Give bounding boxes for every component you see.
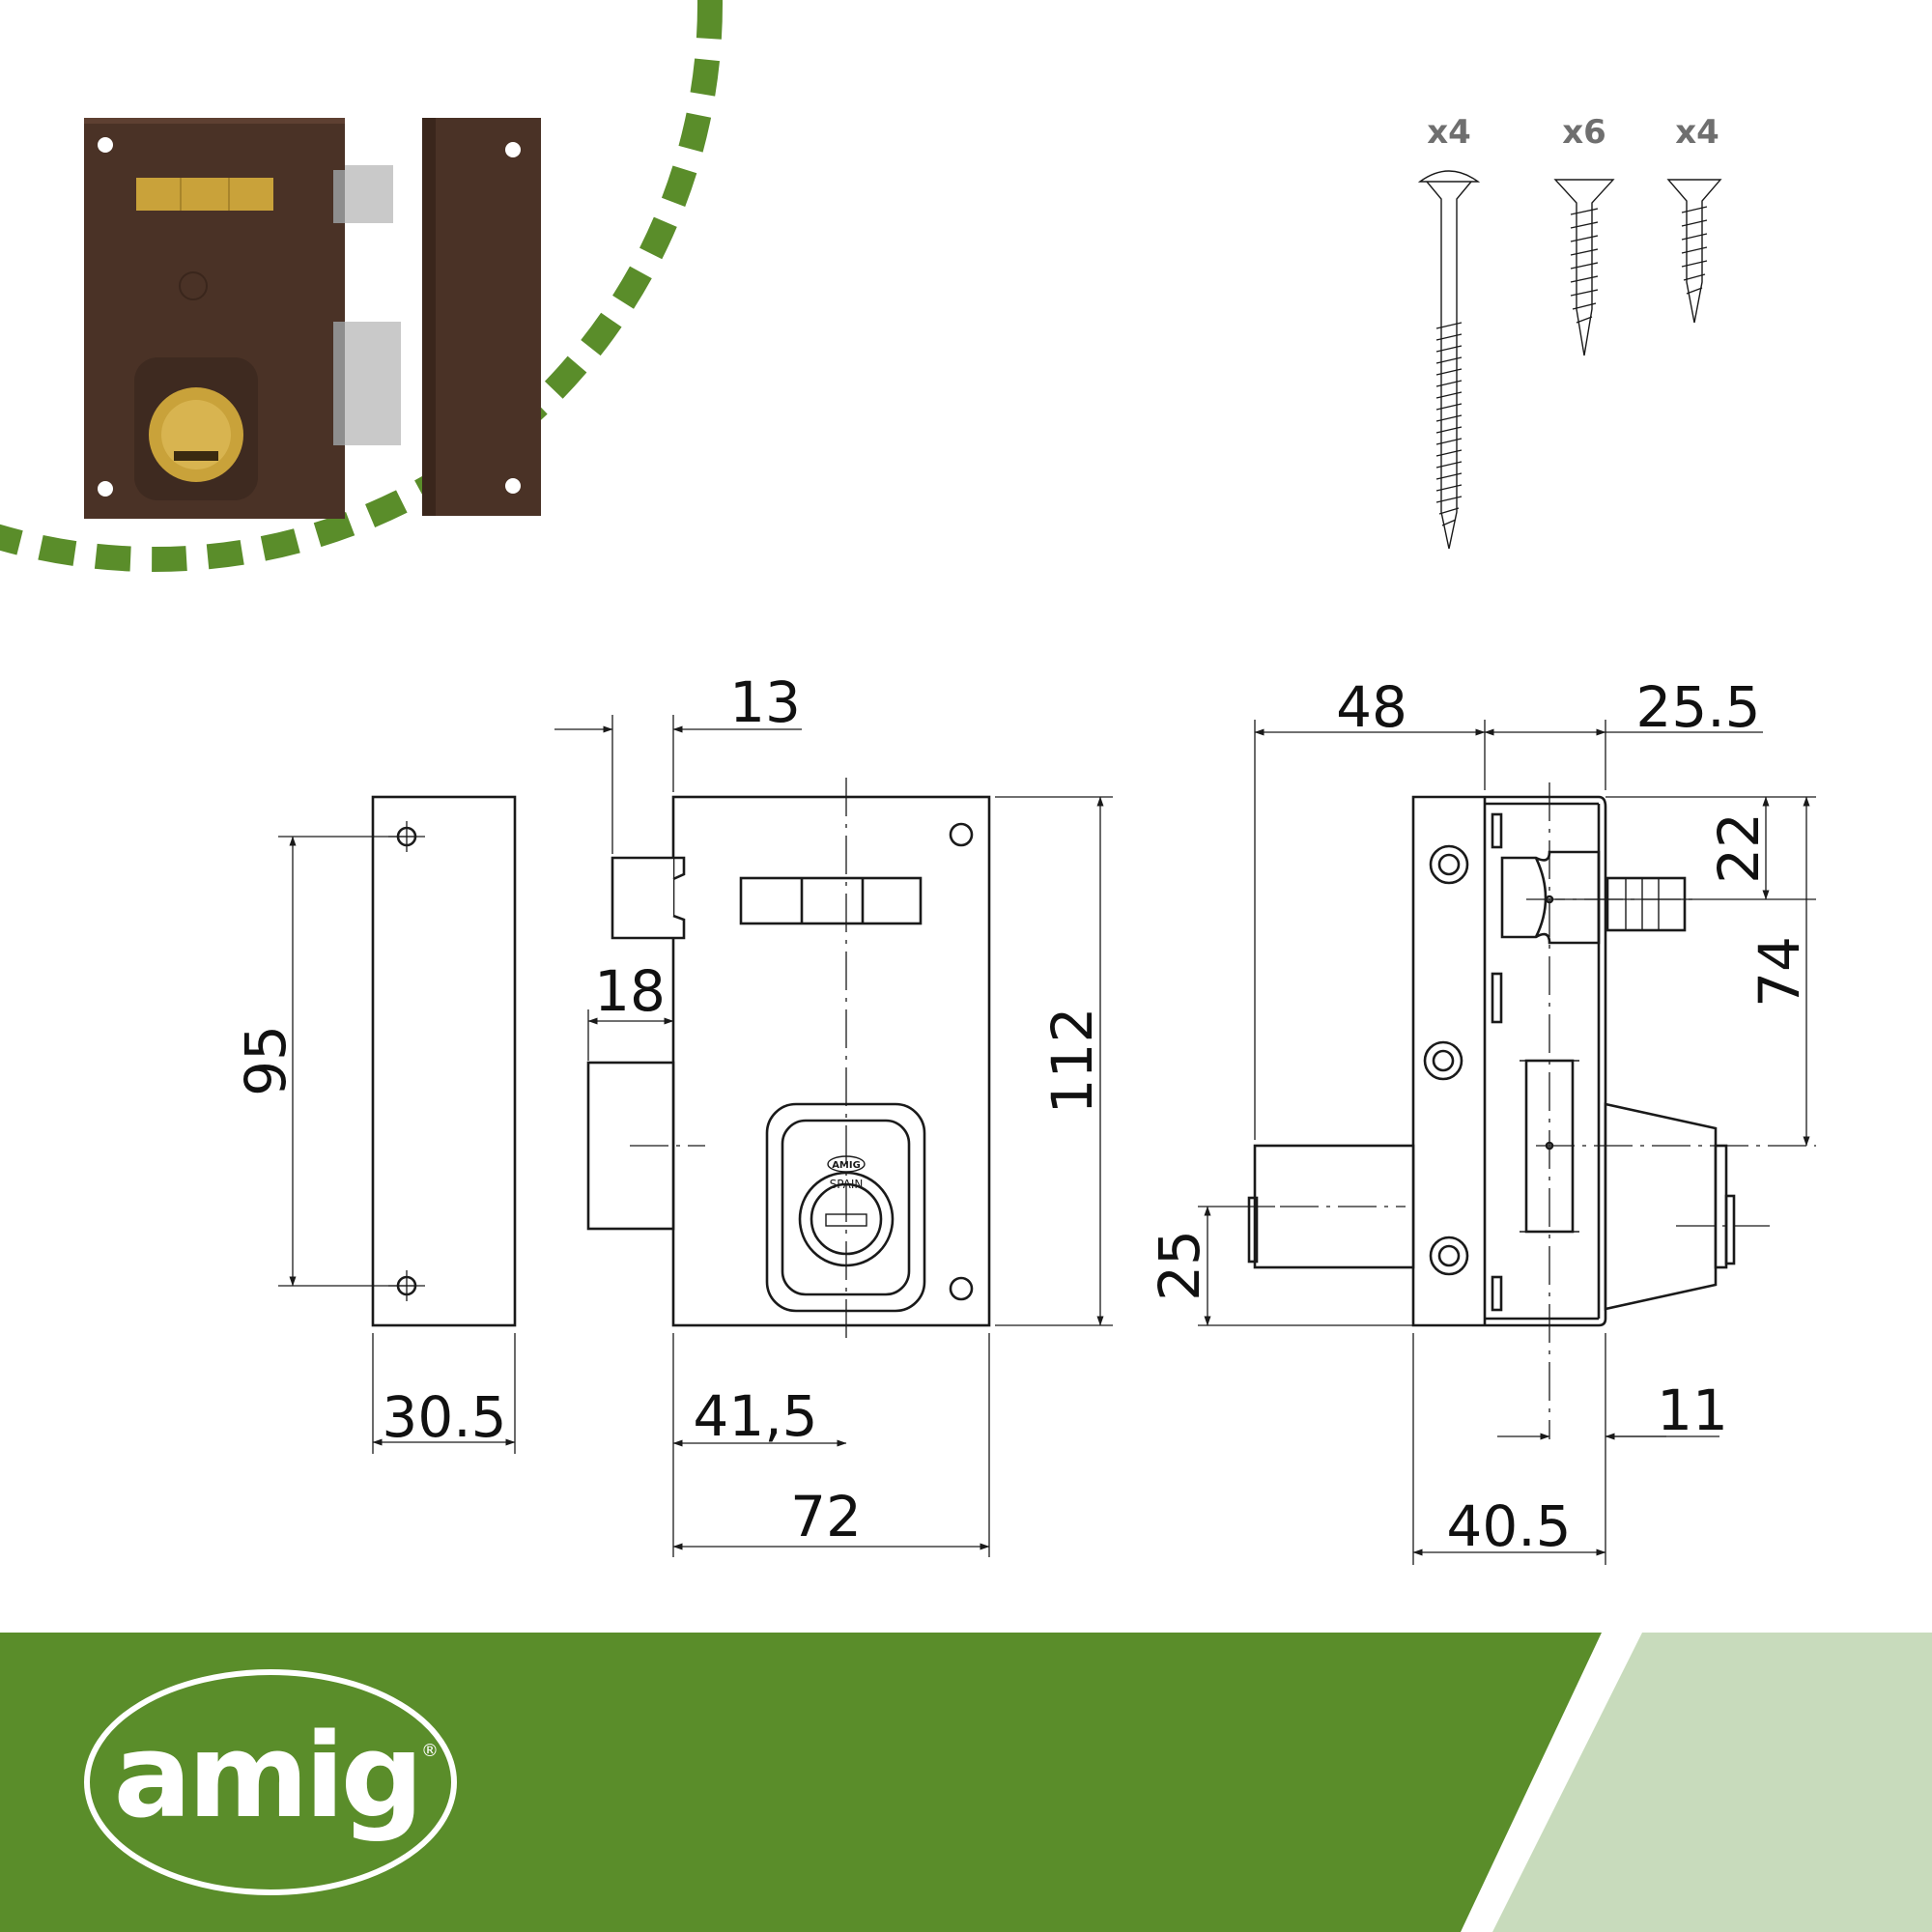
dim-lock-height: 112: [1039, 1008, 1105, 1115]
dim-side-width: 40.5: [1446, 1493, 1571, 1559]
dashed-highlight-circle: [0, 0, 723, 572]
brand-logo-text: amig: [113, 1710, 419, 1844]
registered-mark: ®: [421, 1741, 439, 1761]
photo-steel-bolt: [345, 165, 393, 223]
dim-side-offset: 11: [1657, 1378, 1728, 1443]
photo-screw-hole: [98, 481, 113, 497]
medium-screw-icon: [1553, 179, 1615, 356]
short-screw-icon: [1666, 179, 1722, 324]
dim-bolt-spacing: 74: [1747, 936, 1812, 1008]
dim-strike-width: 30.5: [382, 1384, 506, 1450]
dim-bolt-projection: 13: [729, 669, 801, 735]
short-screw-quantity: x4: [1675, 113, 1719, 152]
dim-strike-hole-spacing: 95: [233, 1025, 298, 1096]
long-screw-quantity: x4: [1427, 113, 1471, 152]
photo-screw-hole: [98, 137, 113, 153]
photo-steel-bolt: [345, 322, 401, 445]
photo-screw-hole: [505, 478, 521, 494]
dim-latch-projection: 18: [594, 958, 666, 1024]
hardware-screws: x4 x6 x4: [1417, 113, 1722, 550]
long-screw-icon: [1417, 170, 1481, 550]
photo-strike-plate: [422, 118, 541, 516]
medium-screw-quantity: x6: [1562, 113, 1606, 152]
footer-banner: amig ®: [0, 1633, 1932, 1932]
dim-lock-width: 72: [790, 1484, 862, 1549]
lock-side-view: 48 25.5 22 74 25 11 40.5: [1147, 674, 1816, 1565]
dim-bolt-top-offset: 22: [1706, 812, 1772, 884]
dim-cylinder-offset: 41,5: [693, 1383, 817, 1449]
dim-case-depth: 25.5: [1635, 674, 1760, 740]
lock-front-view: AMIG SPAIN 13 18 112 41,5 72: [554, 669, 1113, 1557]
product-photo: [84, 118, 541, 519]
photo-screw-hole: [505, 142, 521, 157]
strike-plate-drawing: 95 30.5: [233, 795, 517, 1454]
cylinder-brand-mark: AMIG: [832, 1160, 861, 1171]
footer-light-band: [1492, 1633, 1932, 1932]
photo-brass-latch: [136, 178, 273, 211]
dim-cylinder-height: 25: [1147, 1230, 1212, 1301]
dim-bolt-depth: 48: [1336, 674, 1407, 740]
brand-logo: amig ®: [84, 1669, 457, 1895]
